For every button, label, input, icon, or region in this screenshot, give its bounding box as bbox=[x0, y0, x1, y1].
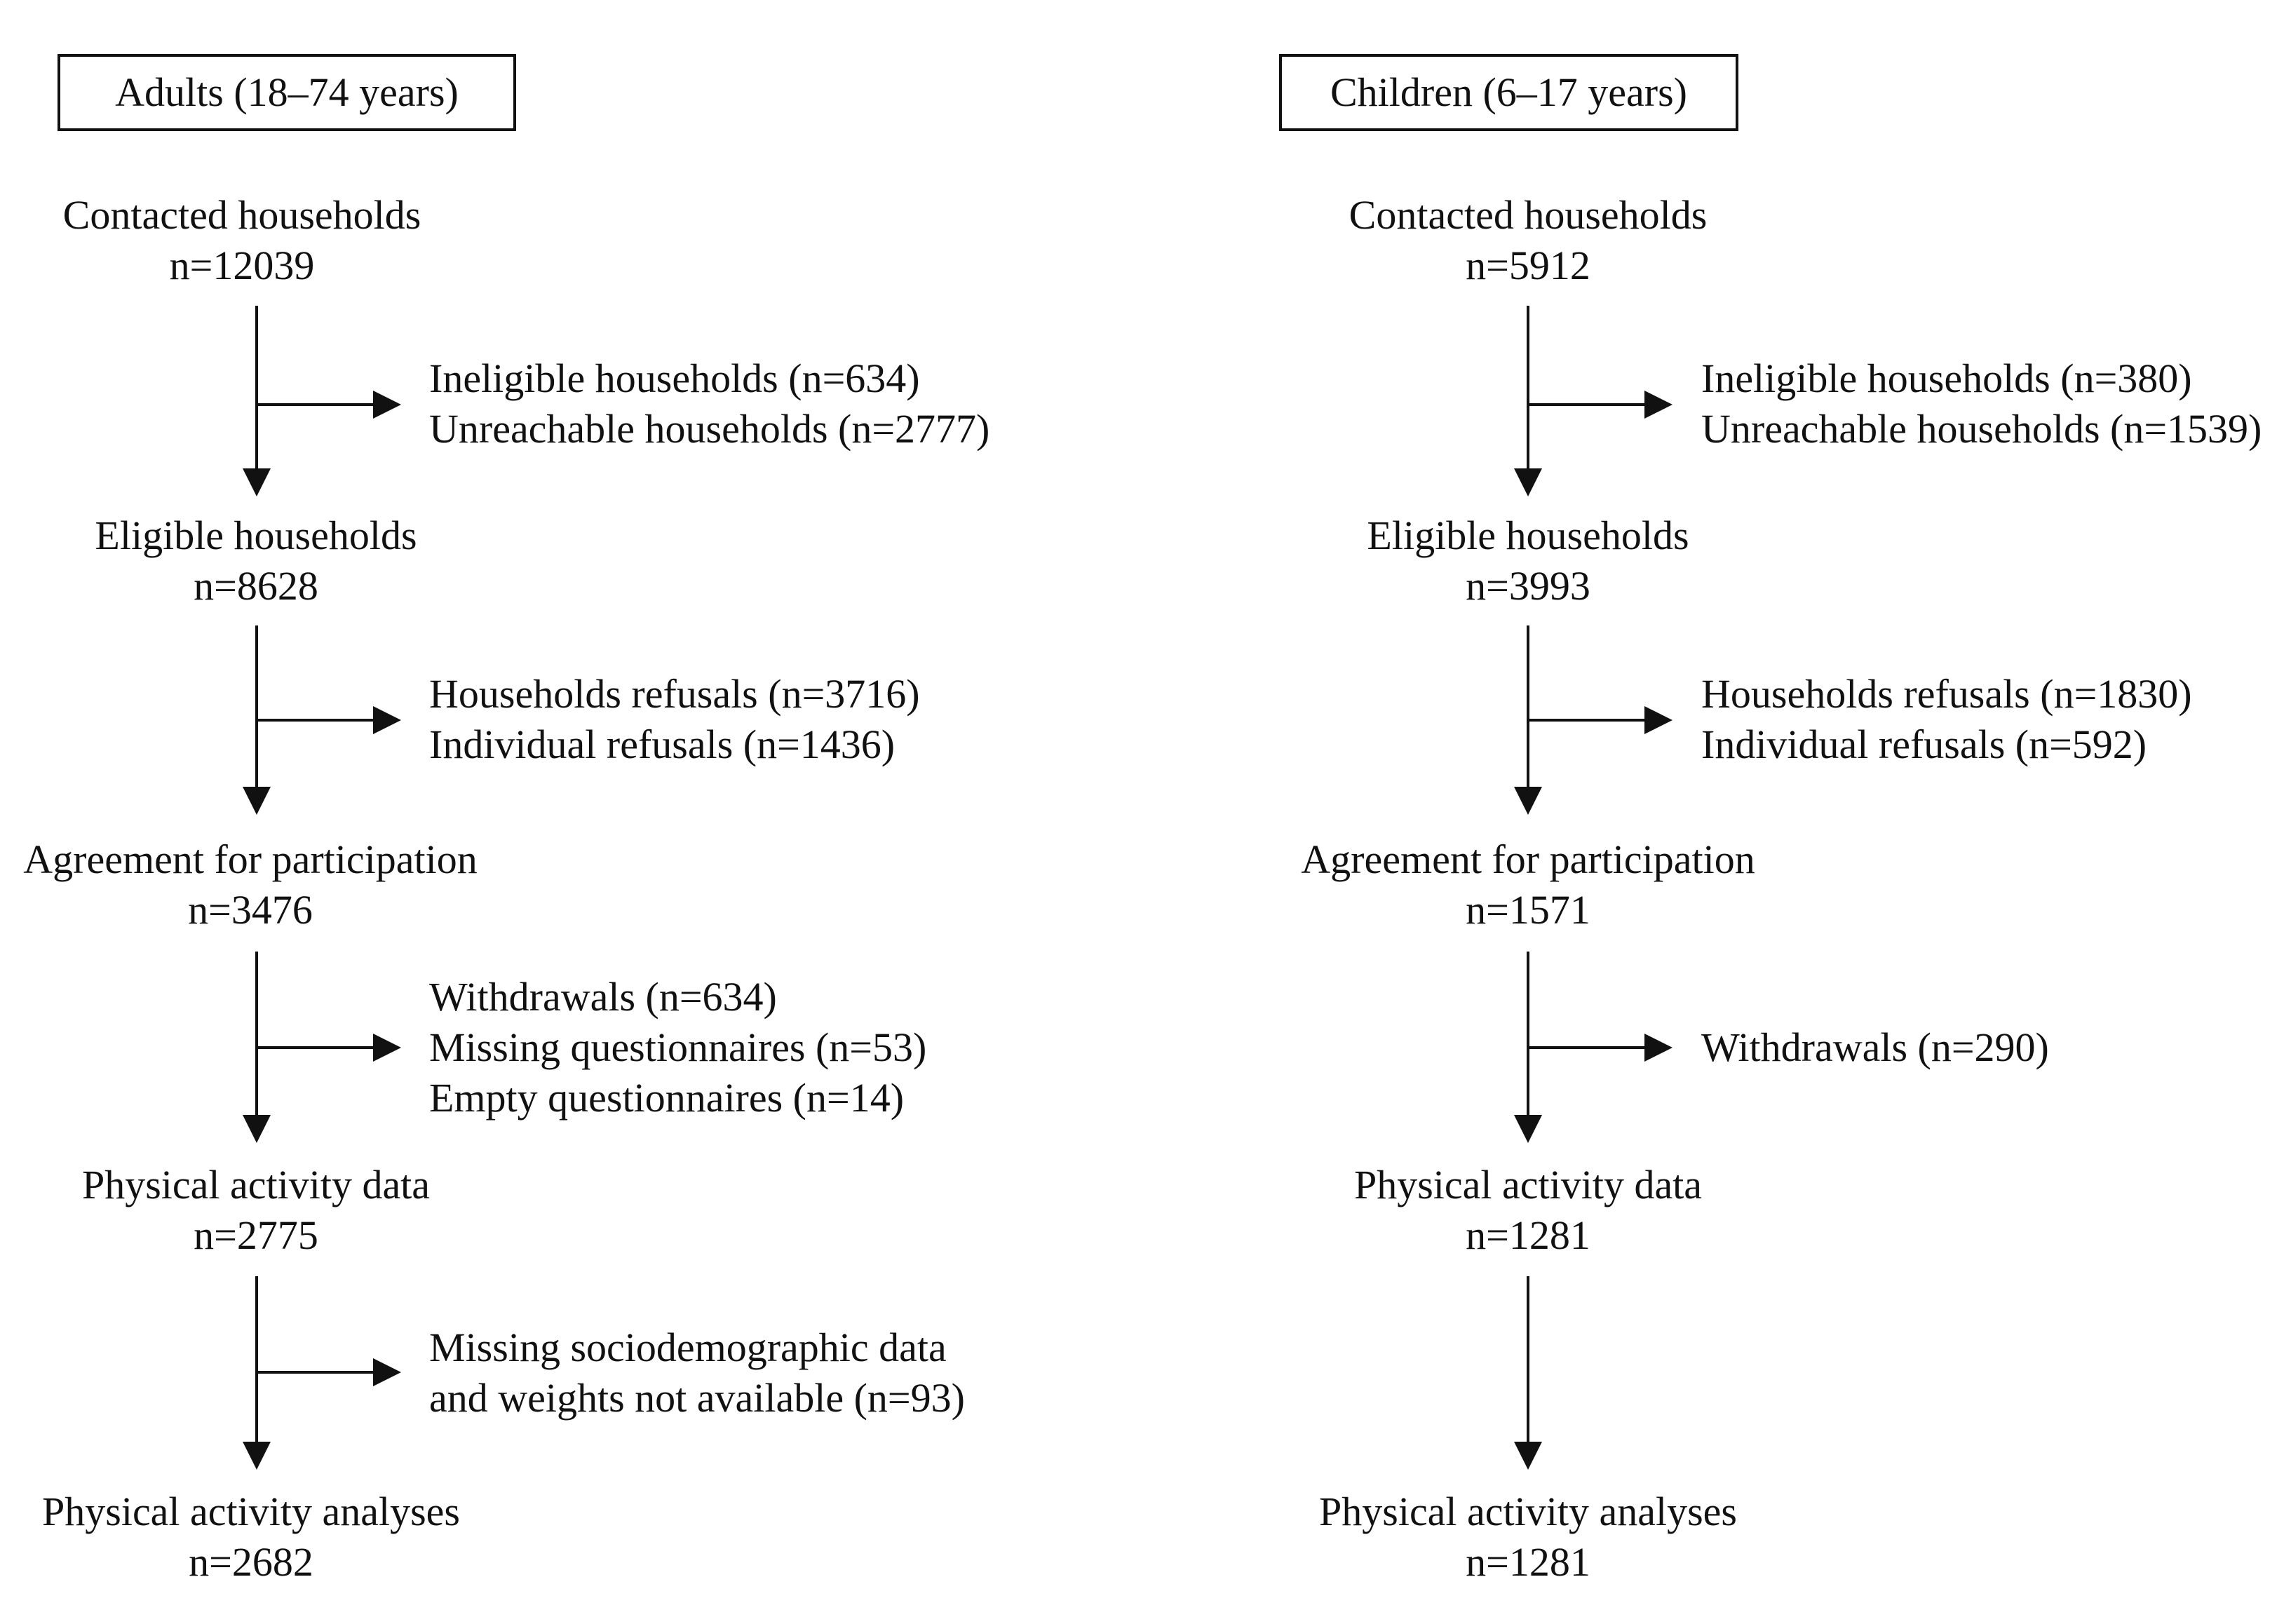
stage-eligible: Eligible households n=8628 bbox=[0, 510, 512, 611]
stage-count: n=2682 bbox=[189, 1539, 313, 1585]
exclusion-line: Unreachable households (n=1539) bbox=[1701, 406, 2262, 452]
exclusion-2: Households refusals (n=1830) Individual … bbox=[1701, 669, 2192, 770]
stage-pa-analyses: Physical activity analyses n=1281 bbox=[1272, 1487, 1784, 1588]
stage-label: Contacted households bbox=[1349, 192, 1708, 238]
stage-label: Agreement for participation bbox=[23, 837, 478, 882]
exclusion-line: Missing questionnaires (n=53) bbox=[429, 1024, 927, 1070]
exclusion-line: Individual refusals (n=1436) bbox=[429, 722, 896, 767]
exclusion-line: Unreachable households (n=2777) bbox=[429, 406, 990, 452]
children-flow: Children (6–17 years) Contacted househol… bbox=[1272, 0, 2291, 1624]
exclusion-line: Individual refusals (n=592) bbox=[1701, 722, 2147, 767]
stage-count: n=8628 bbox=[194, 563, 318, 609]
stage-pa-data: Physical activity data n=1281 bbox=[1272, 1160, 1784, 1261]
exclusion-line: and weights not available (n=93) bbox=[429, 1375, 965, 1421]
exclusion-2: Households refusals (n=3716) Individual … bbox=[429, 669, 920, 770]
stage-label: Eligible households bbox=[95, 513, 417, 558]
adults-connectors bbox=[243, 306, 401, 1470]
stage-count: n=1281 bbox=[1466, 1212, 1590, 1258]
exclusion-line: Ineligible households (n=634) bbox=[429, 356, 920, 401]
stage-count: n=3993 bbox=[1466, 563, 1590, 609]
stage-count: n=3476 bbox=[188, 887, 313, 933]
stage-contacted: Contacted households n=12039 bbox=[0, 190, 484, 291]
exclusion-4: Missing sociodemographic data and weight… bbox=[429, 1322, 965, 1423]
exclusion-line: Empty questionnaires (n=14) bbox=[429, 1075, 905, 1121]
children-header: Children (6–17 years) bbox=[1279, 54, 1738, 131]
exclusion-1: Ineligible households (n=634) Unreachabl… bbox=[429, 353, 989, 454]
exclusion-line: Withdrawals (n=634) bbox=[429, 974, 777, 1020]
exclusion-line: Withdrawals (n=290) bbox=[1701, 1024, 2049, 1070]
stage-label: Agreement for participation bbox=[1301, 837, 1755, 882]
exclusion-3: Withdrawals (n=290) bbox=[1701, 1022, 2049, 1073]
stage-pa-data: Physical activity data n=2775 bbox=[0, 1160, 512, 1261]
exclusion-line: Ineligible households (n=380) bbox=[1701, 356, 2192, 401]
stage-agreement: Agreement for participation n=3476 bbox=[0, 834, 501, 935]
exclusion-line: Households refusals (n=1830) bbox=[1701, 671, 2192, 717]
stage-label: Physical activity analyses bbox=[42, 1489, 460, 1534]
exclusion-3: Withdrawals (n=634) Missing questionnair… bbox=[429, 972, 926, 1123]
stage-eligible: Eligible households n=3993 bbox=[1272, 510, 1784, 611]
stage-count: n=1281 bbox=[1466, 1539, 1590, 1585]
exclusion-1: Ineligible households (n=380) Unreachabl… bbox=[1701, 353, 2262, 454]
stage-contacted: Contacted households n=5912 bbox=[1272, 190, 1784, 291]
stage-label: Physical activity analyses bbox=[1319, 1489, 1737, 1534]
exclusion-line: Households refusals (n=3716) bbox=[429, 671, 920, 717]
stage-count: n=12039 bbox=[169, 243, 315, 288]
stage-pa-analyses: Physical activity analyses n=2682 bbox=[0, 1487, 502, 1588]
adults-header: Adults (18–74 years) bbox=[58, 54, 516, 131]
stage-count: n=1571 bbox=[1466, 887, 1590, 933]
stage-label: Physical activity data bbox=[1353, 1162, 1703, 1207]
stage-label: Contacted households bbox=[62, 192, 421, 238]
stage-label: Physical activity data bbox=[81, 1162, 431, 1207]
exclusion-line: Missing sociodemographic data bbox=[429, 1325, 947, 1370]
children-connectors bbox=[1514, 306, 1672, 1470]
adults-flow: Adults (18–74 years) Contacted household… bbox=[0, 0, 1143, 1624]
stage-agreement: Agreement for participation n=1571 bbox=[1272, 834, 1784, 935]
stage-count: n=2775 bbox=[194, 1212, 318, 1258]
stage-count: n=5912 bbox=[1466, 243, 1590, 288]
stage-label: Eligible households bbox=[1367, 513, 1689, 558]
